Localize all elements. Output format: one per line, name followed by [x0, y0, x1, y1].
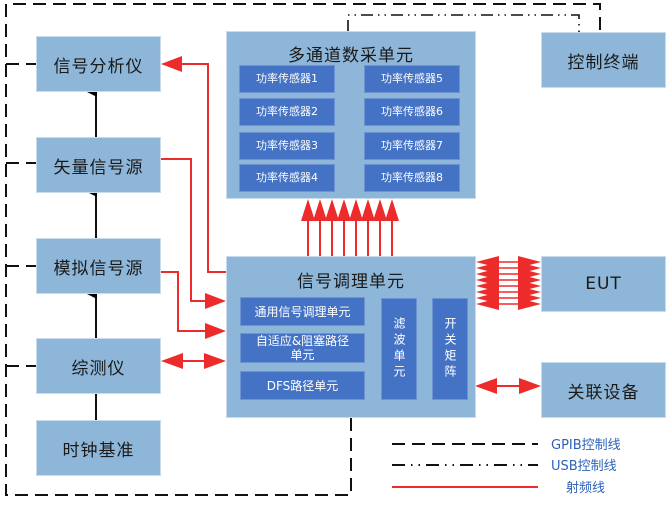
control-terminal-box: 控制终端 — [541, 32, 666, 88]
rf-lines-left — [161, 63, 226, 362]
rf-associated-device-link — [475, 378, 541, 394]
gpib-main-loop — [5, 3, 601, 496]
clock-reference-label: 时钟基准 — [62, 440, 135, 461]
rf-arrowhead-tester-left — [161, 353, 183, 369]
power-sensor-8: 功率传感器8 — [364, 164, 460, 192]
signal-analyzer-label: 信号分析仪 — [53, 56, 144, 77]
power-sensor-1: 功率传感器1 — [239, 65, 335, 93]
rf-up-arrow-4 — [337, 199, 351, 256]
rf-analog-to-conditioning — [161, 271, 208, 332]
rf-up-arrow-2 — [313, 199, 327, 256]
adaptive-blocking-path-unit: 自适应&阻塞路径单元 — [240, 333, 365, 363]
associated-device-label: 关联设备 — [567, 382, 640, 403]
power-sensor-2: 功率传感器2 — [239, 98, 335, 126]
legend-rf-label: 射频线 — [566, 481, 606, 496]
rf-arrowheads-left — [161, 56, 226, 369]
general-conditioning-unit: 通用信号调理单元 — [240, 297, 365, 326]
power-sensor-7: 功率传感器7 — [364, 132, 460, 160]
analog-signal-source-label: 模拟信号源 — [53, 258, 144, 279]
control-terminal-label: 控制终端 — [567, 52, 640, 73]
signal-analyzer-box: 信号分析仪 — [36, 36, 161, 92]
filter-unit: 滤波单元 — [381, 298, 417, 400]
comprehensive-tester-box: 综测仪 — [36, 338, 161, 394]
rf-up-arrow-6 — [361, 199, 375, 256]
rf-conditioning-to-analyzer — [178, 63, 226, 273]
rf-up-arrows — [301, 199, 399, 256]
associated-device-box: 关联设备 — [541, 362, 666, 418]
rf-eut-link-8 — [476, 298, 541, 310]
dfs-path-unit: DFS路径单元 — [240, 371, 365, 400]
rf-vector-to-conditioning — [161, 158, 208, 302]
eut-box: EUT — [541, 256, 666, 312]
rf-arrowhead-tester-right — [204, 353, 226, 369]
rf-eut-bus — [476, 256, 541, 310]
rf-arrowhead-analog-in — [205, 323, 226, 339]
conditioning-unit-title: 信号调理单元 — [297, 272, 405, 292]
vector-signal-source-box: 矢量信号源 — [36, 137, 161, 193]
eut-label: EUT — [585, 274, 622, 294]
rf-arrowhead-assoc-left — [475, 378, 497, 394]
power-sensor-4: 功率传感器4 — [239, 164, 335, 192]
legend-usb-label: USB控制线 — [551, 459, 617, 474]
gpib-lines — [5, 3, 601, 496]
analog-signal-source-box: 模拟信号源 — [36, 238, 161, 294]
usb-line — [347, 14, 580, 34]
switch-matrix: 开关矩阵 — [432, 298, 468, 400]
rf-up-arrow-1 — [301, 199, 315, 256]
clock-reference-box: 时钟基准 — [36, 420, 161, 476]
rf-up-arrow-7 — [373, 199, 387, 256]
daq-unit-title: 多通道数采单元 — [288, 46, 414, 66]
legend-lines — [392, 443, 538, 488]
power-sensor-3: 功率传感器3 — [239, 132, 335, 160]
rf-up-arrow-5 — [349, 199, 363, 256]
vector-signal-source-label: 矢量信号源 — [53, 157, 144, 178]
rf-arrowhead-analyzer — [161, 56, 182, 72]
rf-arrowhead-assoc-right — [519, 378, 541, 394]
power-sensor-6: 功率传感器6 — [364, 98, 460, 126]
comprehensive-tester-label: 综测仪 — [71, 358, 126, 379]
power-sensor-5: 功率传感器5 — [364, 65, 460, 93]
legend-gpib-label: GPIB控制线 — [551, 438, 621, 453]
rf-up-arrow-8 — [385, 199, 399, 256]
daq-unit-box: 多通道数采单元 功率传感器1 功率传感器2 功率传感器3 功率传感器4 功率传感… — [226, 31, 476, 199]
rf-arrowhead-vector-in — [205, 293, 226, 309]
rf-up-arrow-3 — [325, 199, 339, 256]
conditioning-unit-box: 信号调理单元 通用信号调理单元 自适应&阻塞路径单元 DFS路径单元 滤波单元 … — [226, 256, 476, 418]
